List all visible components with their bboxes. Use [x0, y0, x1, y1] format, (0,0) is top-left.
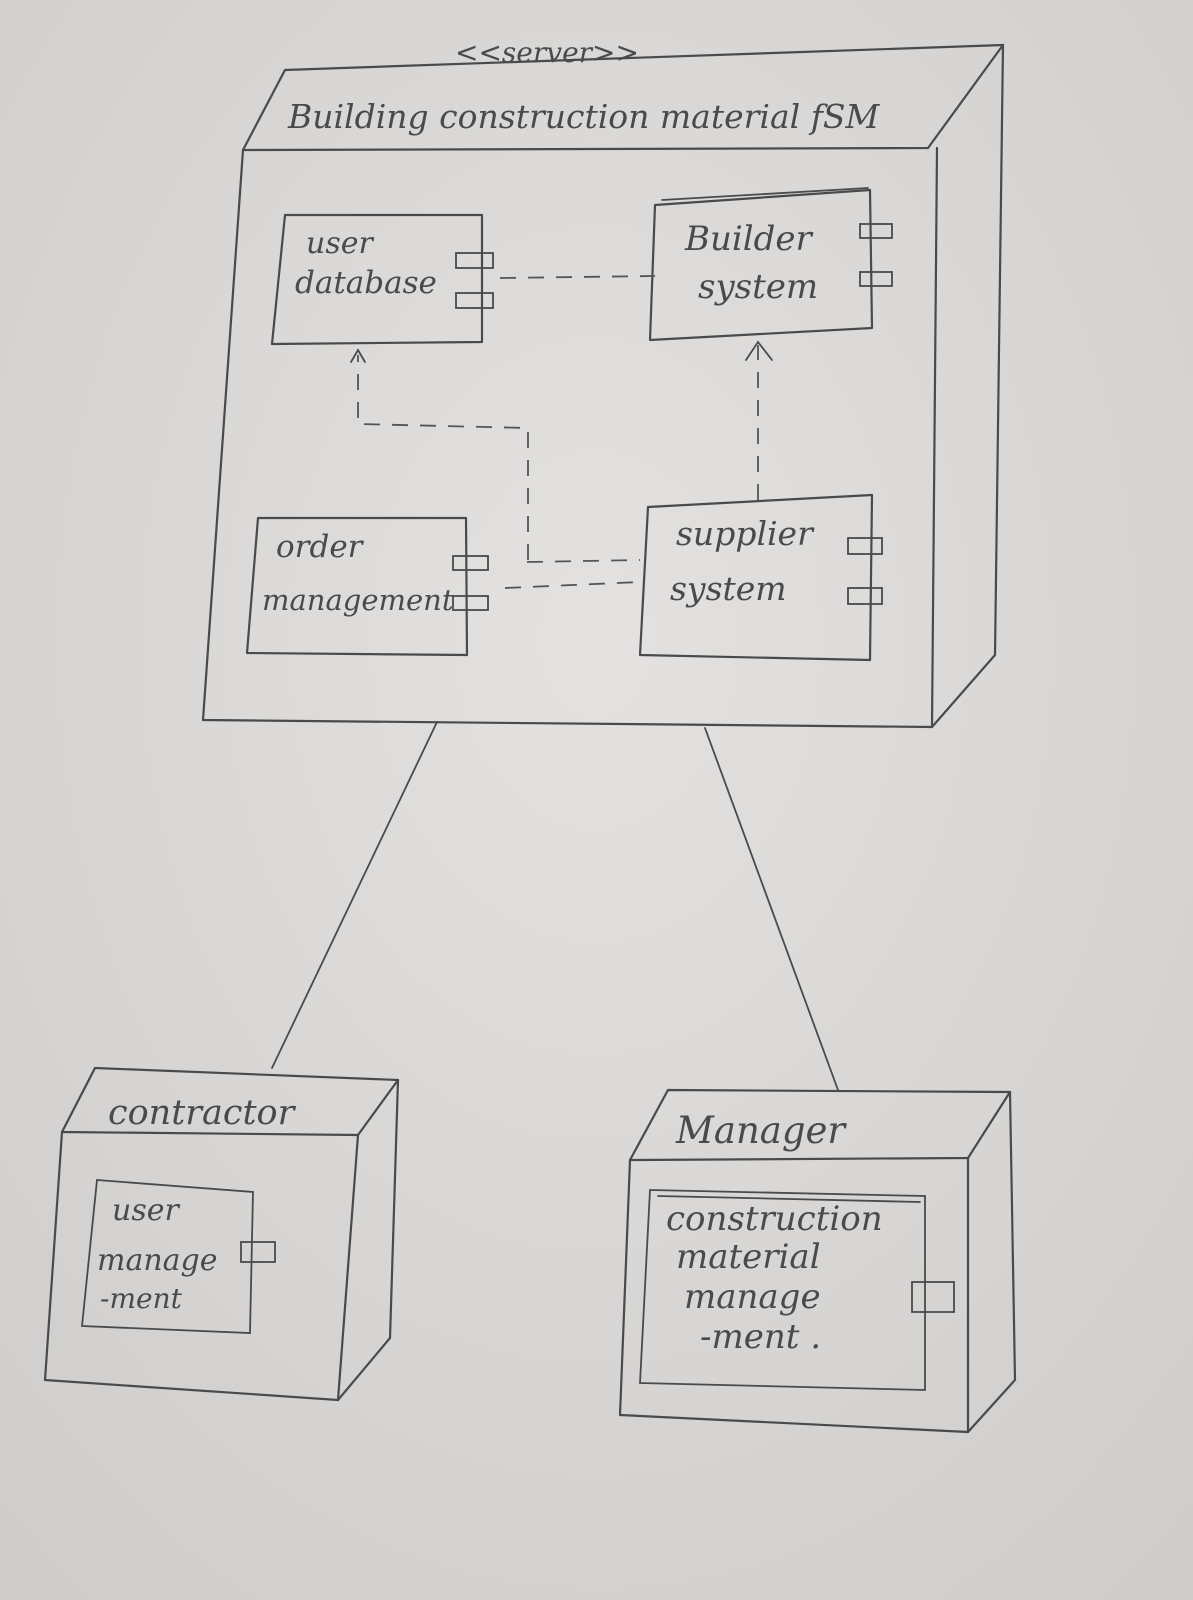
- communication-path-server-contractor: [271, 721, 438, 1069]
- builder-system-label-2: system: [698, 267, 818, 307]
- server-node-side-face: [930, 43, 1005, 729]
- cmm-label-2: material: [676, 1237, 821, 1277]
- contractor-title: contractor: [108, 1093, 297, 1133]
- supplier-system-label-2: system: [670, 569, 787, 608]
- arrowhead-icon: [745, 340, 773, 361]
- arrowhead-icon: [350, 348, 366, 363]
- user-management-component: user manage -ment: [81, 1179, 276, 1334]
- dependency-lines: [350, 275, 773, 589]
- component-port-icon: [847, 537, 883, 555]
- manager-title: Manager: [675, 1109, 847, 1152]
- user-management-label-1: user: [112, 1193, 180, 1228]
- user-database-component: user database: [270, 213, 494, 346]
- dependency-supplier-system-link: [526, 559, 641, 563]
- component-port-icon: [911, 1281, 955, 1313]
- cmm-label-1: construction: [666, 1199, 883, 1239]
- component-port-icon: [452, 555, 489, 571]
- component-port-icon: [240, 1241, 276, 1263]
- order-management-label-1: order: [276, 529, 365, 565]
- server-node-top-face: [241, 43, 1005, 152]
- user-management-label-3: -ment: [100, 1282, 183, 1315]
- builder-system-label-1: Builder: [684, 219, 814, 259]
- builder-system-component: Builder system: [648, 187, 893, 342]
- manager-node: Manager construction material manage -me…: [618, 1088, 1017, 1434]
- order-management-component: order management: [245, 516, 489, 657]
- construction-material-management-component: construction material manage -ment .: [639, 1189, 955, 1391]
- order-management-label-2: management: [262, 583, 454, 617]
- user-database-label-2: database: [295, 265, 437, 301]
- server-node-front-face: [201, 146, 939, 729]
- dependency-order-management-supplier-system: [504, 581, 641, 589]
- component-port-icon: [455, 252, 494, 269]
- contractor-node: contractor user manage -ment: [43, 1066, 400, 1402]
- component-port-icon: [859, 271, 893, 287]
- server-node: <<server>> Building construction materia…: [201, 36, 1005, 729]
- cmm-label-3: manage: [684, 1277, 821, 1317]
- component-port-icon: [452, 595, 489, 611]
- cmm-label-4: -ment .: [700, 1317, 821, 1357]
- user-database-label-1: user: [306, 226, 374, 261]
- component-port-icon: [847, 587, 883, 605]
- component-port-icon: [455, 292, 494, 309]
- server-title: Building construction material fSM: [287, 97, 881, 136]
- supplier-system-component: supplier system: [638, 493, 883, 662]
- communication-path-server-manager: [704, 727, 839, 1091]
- dependency-order-user-database: [357, 355, 529, 560]
- supplier-system-label-1: supplier: [676, 514, 815, 553]
- component-port-icon: [859, 223, 893, 239]
- user-management-label-2: manage: [97, 1243, 218, 1278]
